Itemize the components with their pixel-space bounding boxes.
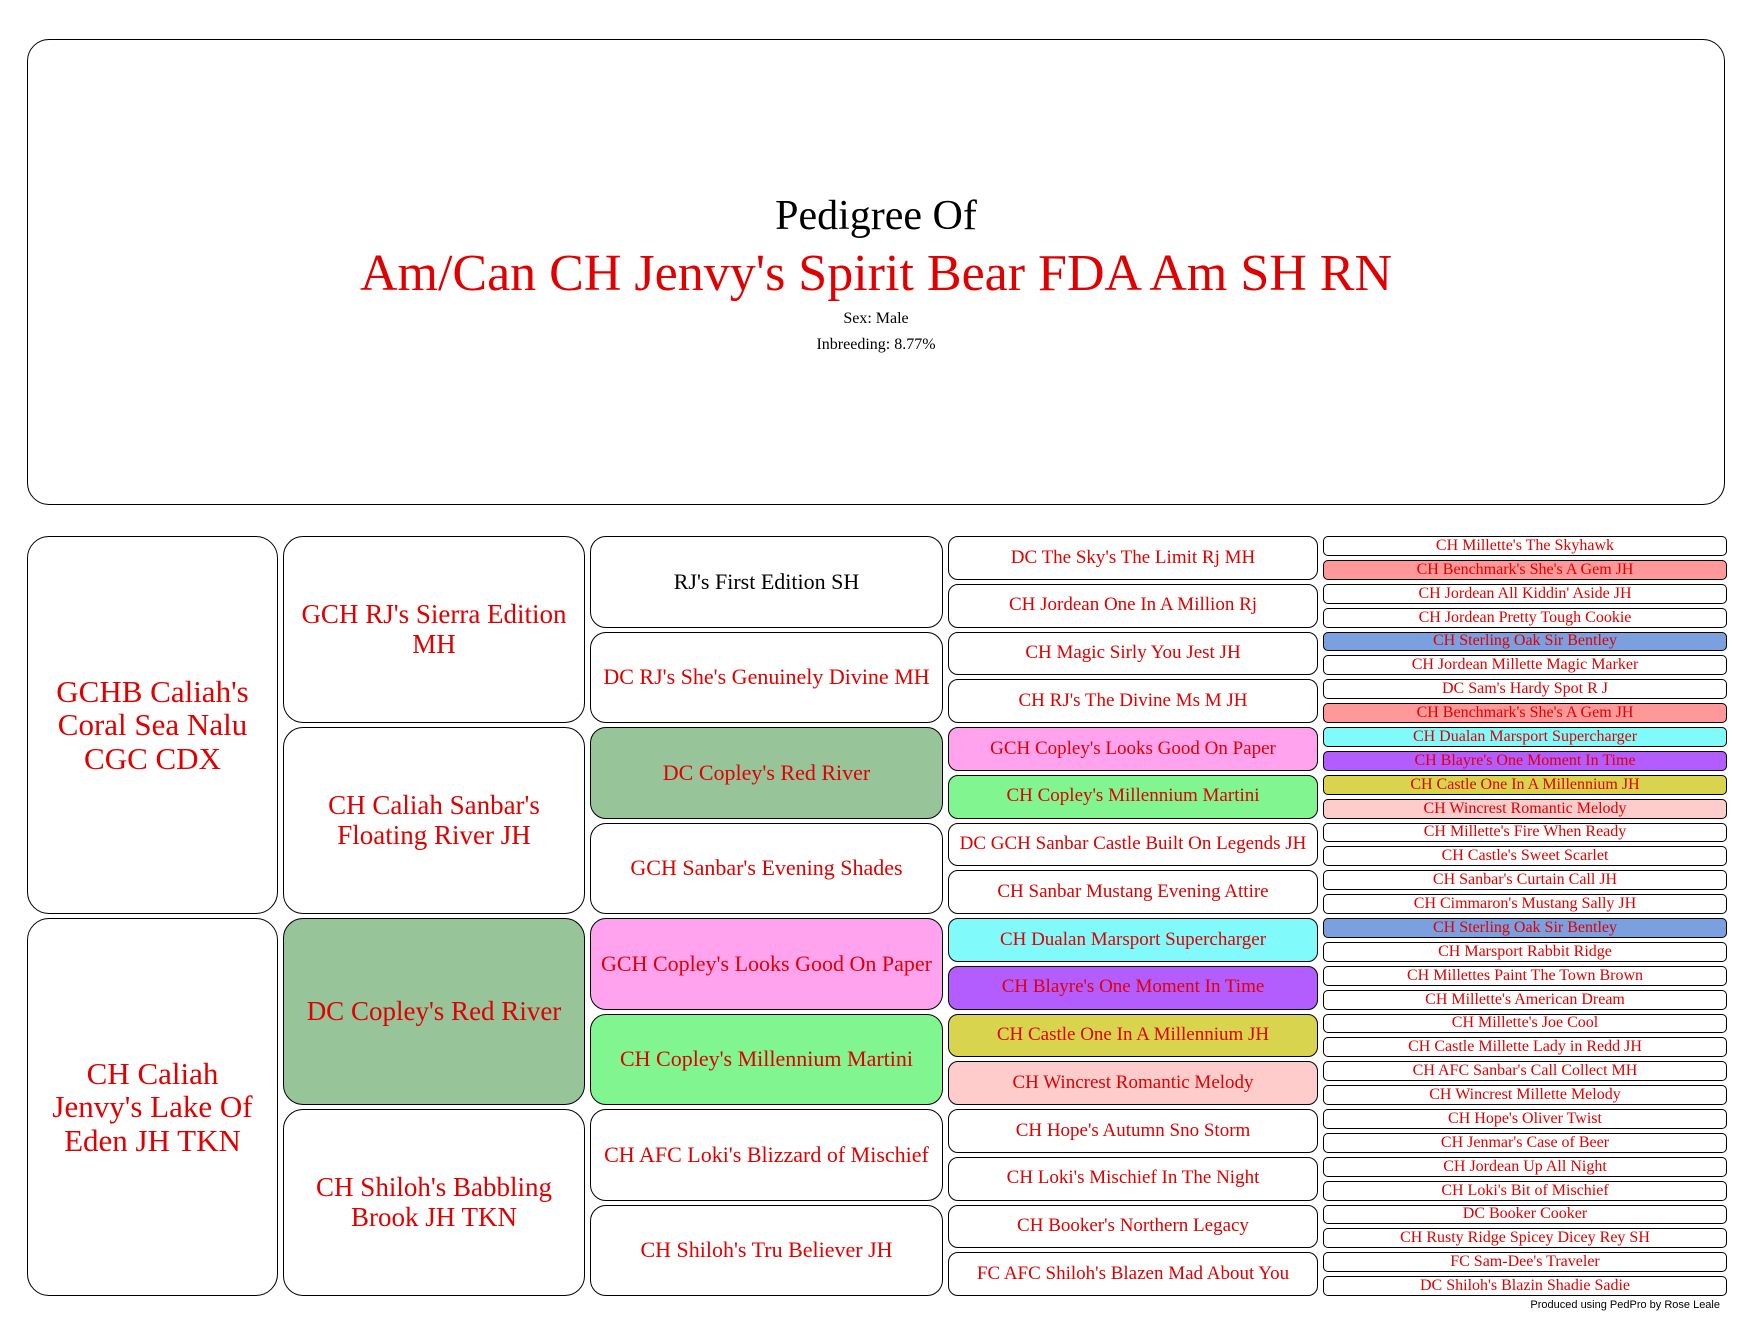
ancestor-gen5: CH Millette's Joe Cool bbox=[1323, 1013, 1727, 1034]
ancestor-gen2: CH Shiloh's Babbling Brook JH TKN bbox=[283, 1109, 585, 1296]
inbreeding-text: Inbreeding: 8.77% bbox=[816, 336, 936, 353]
ancestor-gen4: FC AFC Shiloh's Blazen Mad About You bbox=[948, 1252, 1318, 1296]
ancestor-gen5: CH Castle One In A Millennium JH bbox=[1323, 774, 1727, 795]
ancestor-gen4: CH Magic Sirly You Jest JH bbox=[948, 631, 1318, 676]
ancestor-gen3: DC Copley's Red River bbox=[590, 727, 943, 819]
subject-dog-name: Am/Can CH Jenvy's Spirit Bear FDA Am SH … bbox=[359, 245, 1393, 302]
ancestor-gen4: CH Booker's Northern Legacy bbox=[948, 1204, 1318, 1249]
pedigree-header: Pedigree Of Am/Can CH Jenvy's Spirit Bea… bbox=[27, 39, 1725, 505]
ancestor-gen4: CH Jordean One In A Million Rj bbox=[948, 583, 1318, 628]
ancestor-gen5: DC Sam's Hardy Spot R J bbox=[1323, 679, 1727, 700]
ancestor-gen5: DC Shiloh's Blazin Shadie Sadie bbox=[1323, 1276, 1727, 1296]
ancestor-gen5: CH Castle Millette Lady in Redd JH bbox=[1323, 1037, 1727, 1058]
ancestor-gen3: CH Shiloh's Tru Believer JH bbox=[590, 1204, 943, 1296]
footer-credit: Produced using PedPro by Rose Leale bbox=[1530, 1299, 1720, 1311]
ancestor-gen5: CH Blayre's One Moment In Time bbox=[1323, 750, 1727, 771]
ancestor-gen4: DC GCH Sanbar Castle Built On Legends JH bbox=[948, 822, 1318, 867]
ancestor-gen5: CH Jenmar's Case of Beer bbox=[1323, 1132, 1727, 1153]
ancestor-gen4: CH Blayre's One Moment In Time bbox=[948, 965, 1318, 1010]
ancestor-gen5: CH Benchmark's She's A Gem JH bbox=[1323, 703, 1727, 723]
ancestor-gen4: CH Wincrest Romantic Melody bbox=[948, 1061, 1318, 1105]
ancestor-gen5: CH Wincrest Millette Melody bbox=[1323, 1085, 1727, 1105]
ancestor-gen4: CH RJ's The Divine Ms M JH bbox=[948, 679, 1318, 723]
ancestor-gen4: CH Hope's Autumn Sno Storm bbox=[948, 1109, 1318, 1153]
ancestor-gen3: GCH Sanbar's Evening Shades bbox=[590, 822, 943, 914]
ancestor-gen5: CH Sterling Oak Sir Bentley bbox=[1323, 631, 1727, 652]
ancestor-gen4: CH Dualan Marsport Supercharger bbox=[948, 918, 1318, 962]
ancestor-gen5: CH Millette's The Skyhawk bbox=[1323, 536, 1727, 556]
ancestor-gen3: DC RJ's She's Genuinely Divine MH bbox=[590, 631, 943, 723]
ancestor-gen5: CH Jordean All Kiddin' Aside JH bbox=[1323, 583, 1727, 604]
ancestor-gen5: CH Marsport Rabbit Ridge bbox=[1323, 941, 1727, 962]
ancestor-gen5: CH Wincrest Romantic Melody bbox=[1323, 798, 1727, 819]
ancestor-gen1: CH Caliah Jenvy's Lake Of Eden JH TKN bbox=[27, 918, 278, 1296]
ancestor-gen2: CH Caliah Sanbar's Floating River JH bbox=[283, 727, 585, 914]
ancestor-gen5: CH Loki's Bit of Mischief bbox=[1323, 1180, 1727, 1201]
ancestor-gen5: CH Millettes Paint The Town Brown bbox=[1323, 965, 1727, 986]
ancestor-gen4: CH Loki's Mischief In The Night bbox=[948, 1156, 1318, 1201]
ancestor-gen3: CH Copley's Millennium Martini bbox=[590, 1013, 943, 1105]
ancestor-gen2: DC Copley's Red River bbox=[283, 918, 585, 1105]
ancestor-gen5: FC Sam-Dee's Traveler bbox=[1323, 1252, 1727, 1273]
ancestor-gen5: CH Jordean Millette Magic Marker bbox=[1323, 655, 1727, 676]
ancestor-gen5: CH Sanbar's Curtain Call JH bbox=[1323, 870, 1727, 891]
header-label: Pedigree Of bbox=[775, 193, 977, 239]
ancestor-gen5: CH Jordean Pretty Tough Cookie bbox=[1323, 607, 1727, 628]
sex-text: Sex: Male bbox=[843, 310, 909, 327]
ancestor-gen5: CH Castle's Sweet Scarlet bbox=[1323, 846, 1727, 867]
ancestor-gen5: CH AFC Sanbar's Call Collect MH bbox=[1323, 1061, 1727, 1082]
ancestor-gen5: CH Millette's Fire When Ready bbox=[1323, 822, 1727, 843]
ancestor-gen4: CH Copley's Millennium Martini bbox=[948, 774, 1318, 819]
ancestor-gen3: RJ's First Edition SH bbox=[590, 536, 943, 628]
ancestor-gen4: GCH Copley's Looks Good On Paper bbox=[948, 727, 1318, 771]
ancestor-gen4: CH Sanbar Mustang Evening Attire bbox=[948, 870, 1318, 914]
ancestor-gen5: CH Cimmaron's Mustang Sally JH bbox=[1323, 894, 1727, 914]
ancestor-gen3: GCH Copley's Looks Good On Paper bbox=[590, 918, 943, 1010]
ancestor-gen4: DC The Sky's The Limit Rj MH bbox=[948, 536, 1318, 580]
ancestor-gen5: CH Dualan Marsport Supercharger bbox=[1323, 727, 1727, 747]
ancestor-gen5: CH Sterling Oak Sir Bentley bbox=[1323, 918, 1727, 938]
ancestor-gen5: DC Booker Cooker bbox=[1323, 1204, 1727, 1225]
ancestor-gen5: CH Hope's Oliver Twist bbox=[1323, 1109, 1727, 1129]
ancestor-gen5: CH Rusty Ridge Spicey Dicey Rey SH bbox=[1323, 1228, 1727, 1249]
ancestor-gen4: CH Castle One In A Millennium JH bbox=[948, 1013, 1318, 1058]
ancestor-gen5: CH Jordean Up All Night bbox=[1323, 1156, 1727, 1177]
ancestor-gen2: GCH RJ's Sierra Edition MH bbox=[283, 536, 585, 723]
ancestor-gen3: CH AFC Loki's Blizzard of Mischief bbox=[590, 1109, 943, 1201]
ancestor-gen1: GCHB Caliah's Coral Sea Nalu CGC CDX bbox=[27, 536, 278, 914]
ancestor-gen5: CH Benchmark's She's A Gem JH bbox=[1323, 559, 1727, 580]
ancestor-gen5: CH Millette's American Dream bbox=[1323, 989, 1727, 1010]
